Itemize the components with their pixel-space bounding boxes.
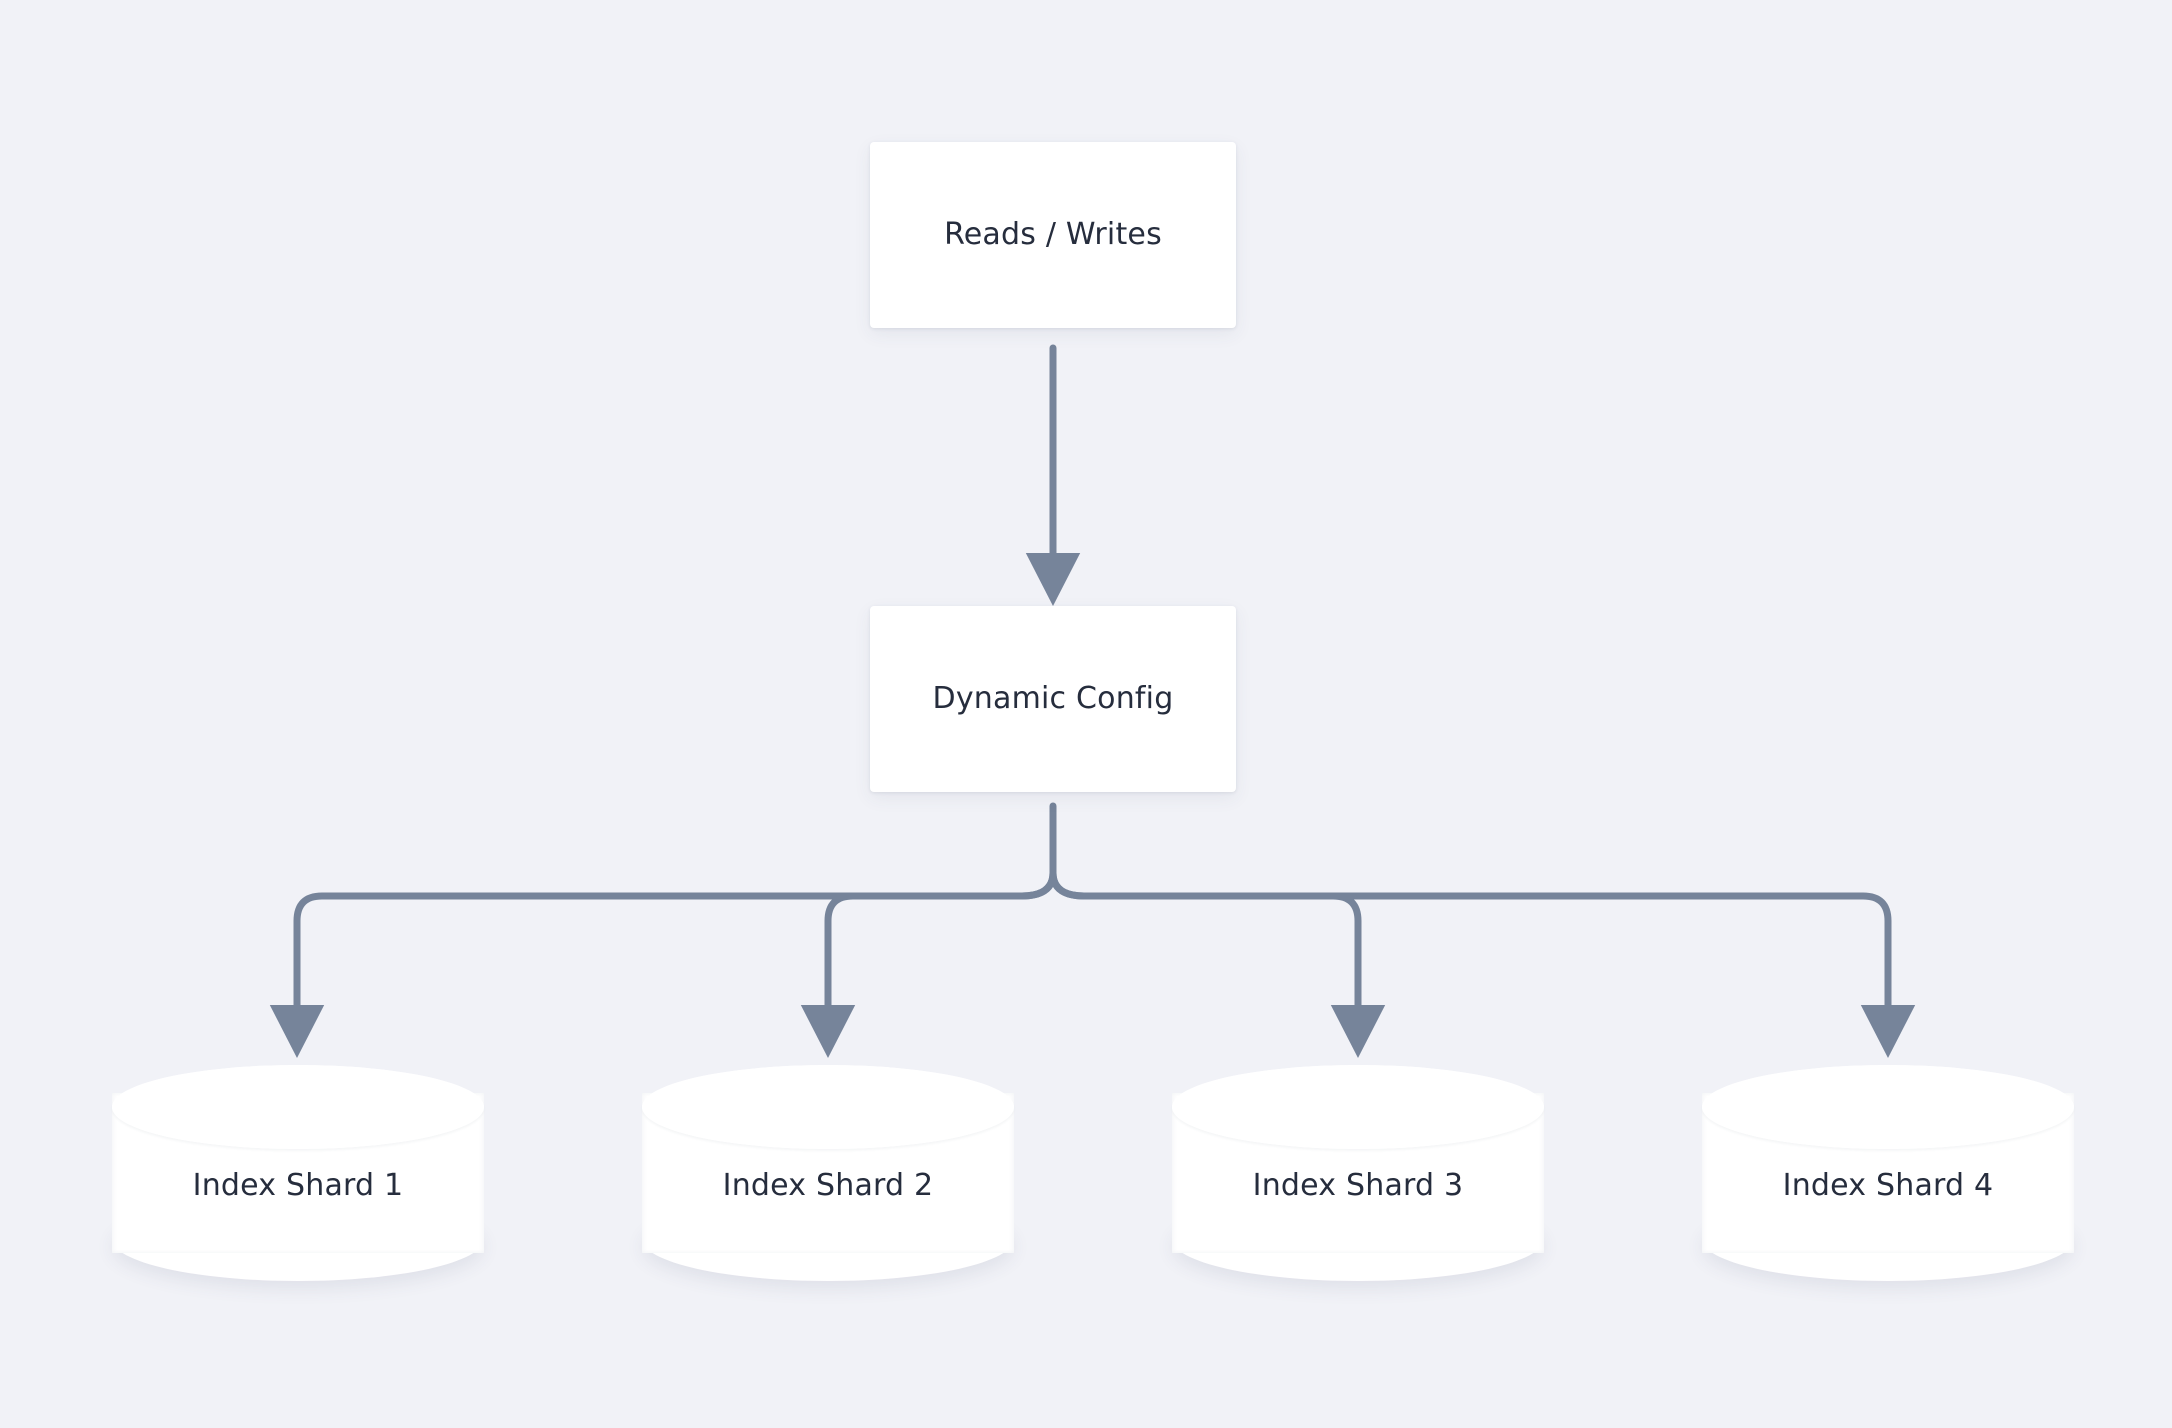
cylinder-top-face: [642, 1065, 1014, 1149]
node-index-shard-3-label: Index Shard 3: [1252, 1168, 1464, 1203]
edge-dynamic-config-to-shard-2: [800, 869, 1057, 1059]
cylinder-top-ellipse: [1702, 1065, 2074, 1149]
node-index-shard-4[interactable]: Index Shard 4: [1702, 1065, 2074, 1281]
node-index-shard-1-label: Index Shard 1: [192, 1168, 404, 1203]
node-dynamic-config[interactable]: Dynamic Config: [870, 606, 1236, 792]
cylinder-top-ellipse: [112, 1065, 484, 1149]
edge-dynamic-config-to-shard-4: [1049, 869, 1916, 1059]
node-index-shard-2-label: Index Shard 2: [722, 1168, 934, 1203]
cylinder-top-face: [1172, 1065, 1544, 1149]
node-reads-writes[interactable]: Reads / Writes: [870, 142, 1236, 328]
cylinder-top-ellipse: [642, 1065, 1014, 1149]
node-index-shard-2[interactable]: Index Shard 2: [642, 1065, 1014, 1281]
node-reads-writes-label: Reads / Writes: [944, 217, 1162, 252]
cylinder-top-ellipse: [1172, 1065, 1544, 1149]
node-index-shard-4-label: Index Shard 4: [1782, 1168, 1994, 1203]
node-index-shard-1[interactable]: Index Shard 1: [112, 1065, 484, 1281]
node-dynamic-config-label: Dynamic Config: [932, 681, 1174, 716]
edge-dynamic-config-to-shard-1: [269, 869, 1057, 1059]
node-index-shard-3[interactable]: Index Shard 3: [1172, 1065, 1544, 1281]
cylinder-top-face: [112, 1065, 484, 1149]
edge-dynamic-config-to-shard-3: [1049, 869, 1386, 1059]
cylinder-top-face: [1702, 1065, 2074, 1149]
